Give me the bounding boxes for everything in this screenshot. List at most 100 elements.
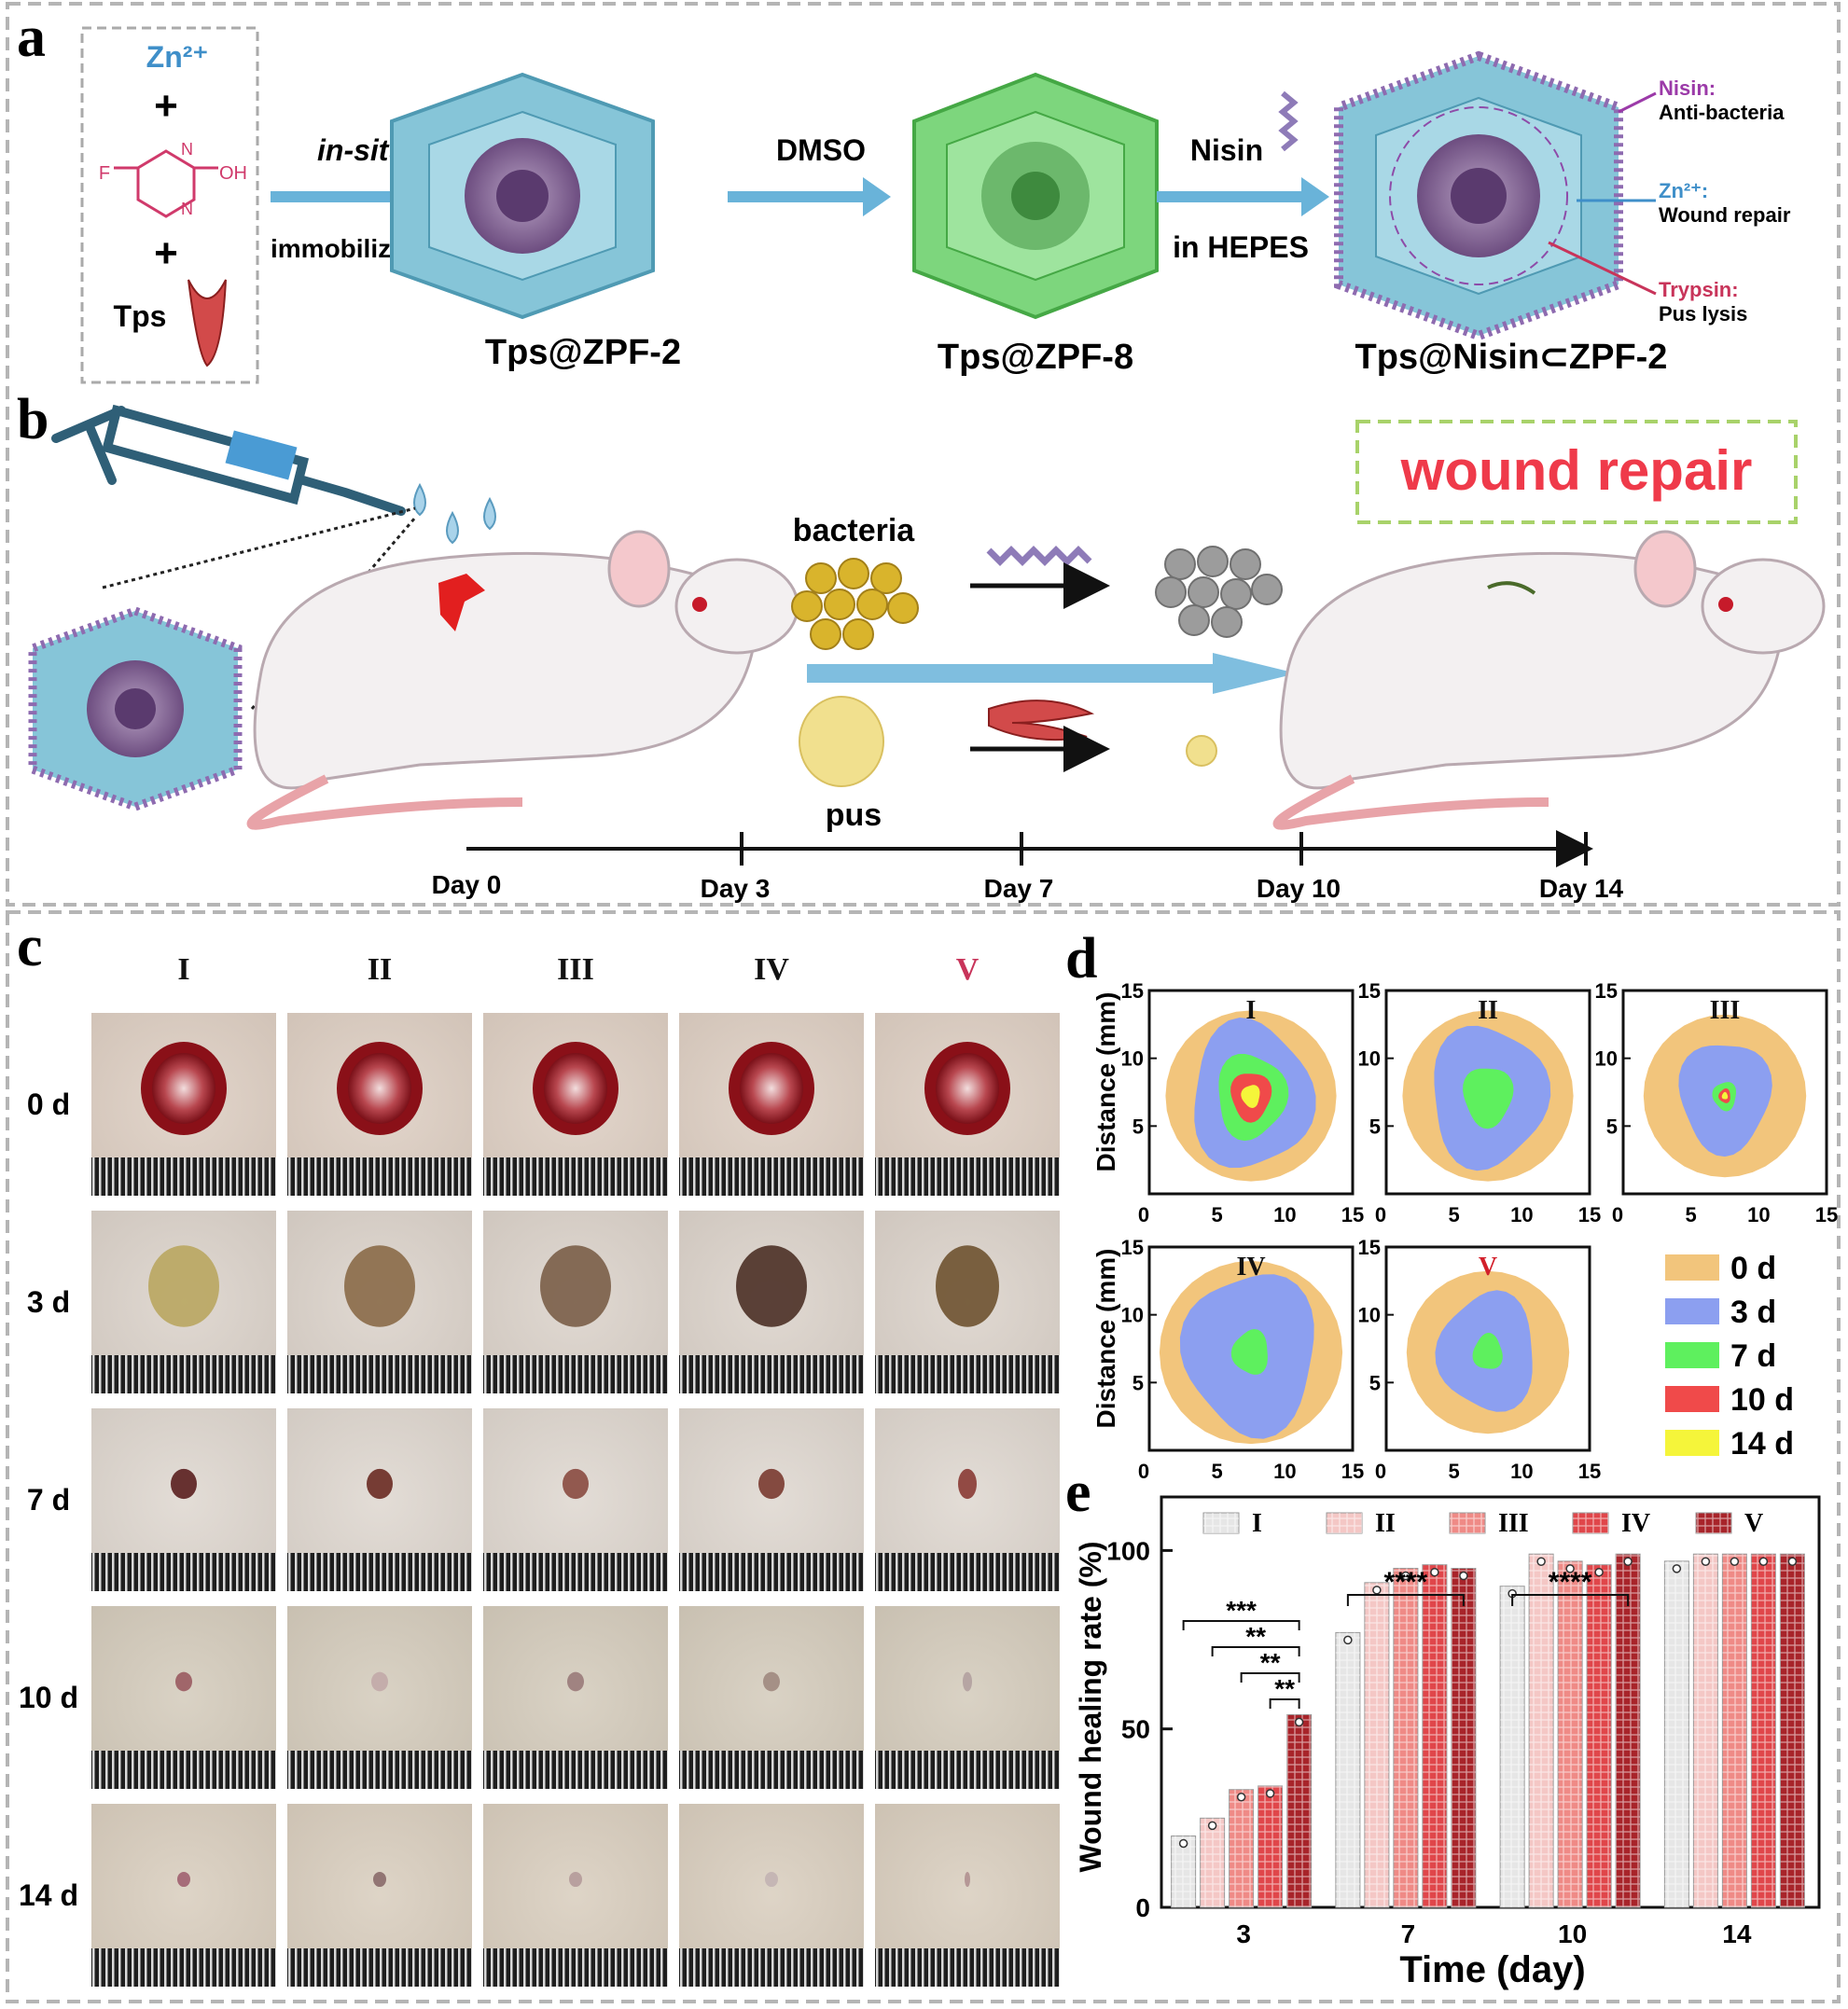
y-tick-label: 50 — [1121, 1715, 1150, 1744]
contour-x-tick: 0 — [1612, 1203, 1623, 1226]
legend-swatch — [1665, 1430, 1719, 1456]
legend-swatch — [1665, 1298, 1719, 1324]
wound-photo — [285, 1406, 474, 1593]
zn-ion-label: Zn²⁺ — [146, 40, 209, 74]
contour-y-tick: 5 — [1606, 1115, 1618, 1138]
data-point — [1730, 1557, 1740, 1566]
contour-x-tick: 5 — [1449, 1460, 1460, 1483]
contour-x-tick: 5 — [1686, 1203, 1697, 1226]
legend-label: 14 d — [1730, 1426, 1794, 1462]
data-point — [1372, 1586, 1382, 1595]
callout-line-nisin — [1618, 91, 1657, 114]
significance-label: **** — [1549, 1567, 1592, 1598]
contour-x-tick: 10 — [1510, 1460, 1533, 1483]
data-point — [1594, 1567, 1604, 1577]
contour-legend: 0 d3 d7 d10 d14 d — [1665, 1251, 1794, 1462]
significance-label: ** — [1260, 1648, 1281, 1677]
significance-label: ** — [1274, 1674, 1295, 1703]
wound-repair-box — [1355, 420, 1798, 524]
wound-repair-banner: wound repair — [1400, 439, 1753, 502]
wound-photo — [481, 1802, 670, 1988]
callout-nisin-name: Nisin: — [1659, 76, 1716, 100]
bar-chart-ylabel: Wound healing rate (%) — [1074, 1542, 1107, 1873]
zoom-line-2 — [250, 517, 417, 710]
zpf2-name: Tps@ZPF-2 — [485, 333, 681, 372]
callout-zn-name: Zn²⁺: — [1659, 179, 1708, 202]
significance-label: **** — [1384, 1567, 1428, 1598]
bar-chart-xlabel: Time (day) — [1399, 1949, 1585, 1990]
legend-swatch — [1665, 1386, 1719, 1412]
wound-photo — [481, 1604, 670, 1791]
data-point — [1401, 1571, 1410, 1581]
bar-hatch — [1257, 1785, 1283, 1907]
contour-x-tick: 0 — [1138, 1460, 1149, 1483]
contour-x-tick: 10 — [1273, 1460, 1296, 1483]
contour-region — [1463, 1068, 1514, 1129]
bar-hatch — [1422, 1564, 1447, 1907]
callout-line-trypsin — [1548, 241, 1657, 296]
wound-photo — [873, 1406, 1062, 1593]
data-point — [1672, 1564, 1682, 1573]
bar-legend-label: II — [1375, 1509, 1396, 1538]
mof-hexagon-zpf2-icon — [390, 72, 655, 320]
contour-y-tick: 5 — [1132, 1371, 1144, 1394]
syringe-icon — [51, 404, 406, 516]
x-tick-label: 14 — [1722, 1919, 1752, 1948]
zoom-line-1 — [102, 506, 416, 589]
callout-trypsin-desc: Pus lysis — [1659, 302, 1747, 326]
timeline-day7: Day 7 — [984, 874, 1054, 903]
zpf8-name: Tps@ZPF-8 — [938, 338, 1133, 377]
bar-hatch — [1558, 1560, 1583, 1907]
reagent-box — [80, 26, 259, 384]
dead-bacteria-icon — [1155, 546, 1283, 638]
nanoparticle-hexagon-icon — [28, 606, 243, 811]
legend-label: 3 d — [1730, 1295, 1776, 1330]
timeline-axis — [466, 830, 1593, 867]
photo-column-header: III — [557, 952, 594, 987]
contour-plot-title: IV — [1236, 1253, 1265, 1282]
wound-photo — [873, 1604, 1062, 1791]
bar-hatch — [1751, 1554, 1776, 1907]
contour-y-tick: 5 — [1369, 1371, 1381, 1394]
wound-photo — [481, 1209, 670, 1395]
bar-hatch — [1451, 1568, 1476, 1907]
contour-x-tick: 10 — [1273, 1203, 1296, 1226]
legend-label: 7 d — [1730, 1338, 1776, 1374]
bar-hatch — [1693, 1554, 1718, 1907]
bar-hatch — [1200, 1818, 1225, 1907]
contour-plot-title: I — [1246, 996, 1257, 1025]
photo-column-header: V — [956, 952, 980, 987]
bar-hatch — [1229, 1789, 1254, 1907]
data-point — [1787, 1557, 1798, 1566]
legend-swatch — [1665, 1342, 1719, 1368]
contour-y-tick: 10 — [1595, 1047, 1618, 1071]
wound-photo — [677, 1209, 866, 1395]
wound-photo — [677, 1802, 866, 1988]
data-point — [1701, 1557, 1711, 1566]
step3-top-label: Nisin — [1190, 133, 1263, 167]
contour-region — [1230, 1329, 1268, 1375]
bar-hatch — [1780, 1554, 1805, 1907]
plot-area — [1160, 1495, 1821, 1909]
nisin-peptide-icon-2 — [986, 546, 1092, 566]
bacteria-label: bacteria — [793, 513, 915, 548]
contour-y-tick: 10 — [1121, 1304, 1144, 1327]
trypsin-icon-2 — [988, 700, 1095, 741]
legend-swatch — [1665, 1254, 1719, 1281]
bar-hatch — [1616, 1554, 1641, 1907]
bar-legend-label: III — [1498, 1509, 1529, 1538]
timeline-day3: Day 3 — [701, 874, 771, 903]
photo-column-header: I — [177, 952, 189, 987]
wound-photo — [285, 1209, 474, 1395]
photo-column-header: IV — [754, 952, 789, 987]
wound-photo — [90, 1209, 278, 1395]
bar-hatch — [1664, 1560, 1689, 1907]
